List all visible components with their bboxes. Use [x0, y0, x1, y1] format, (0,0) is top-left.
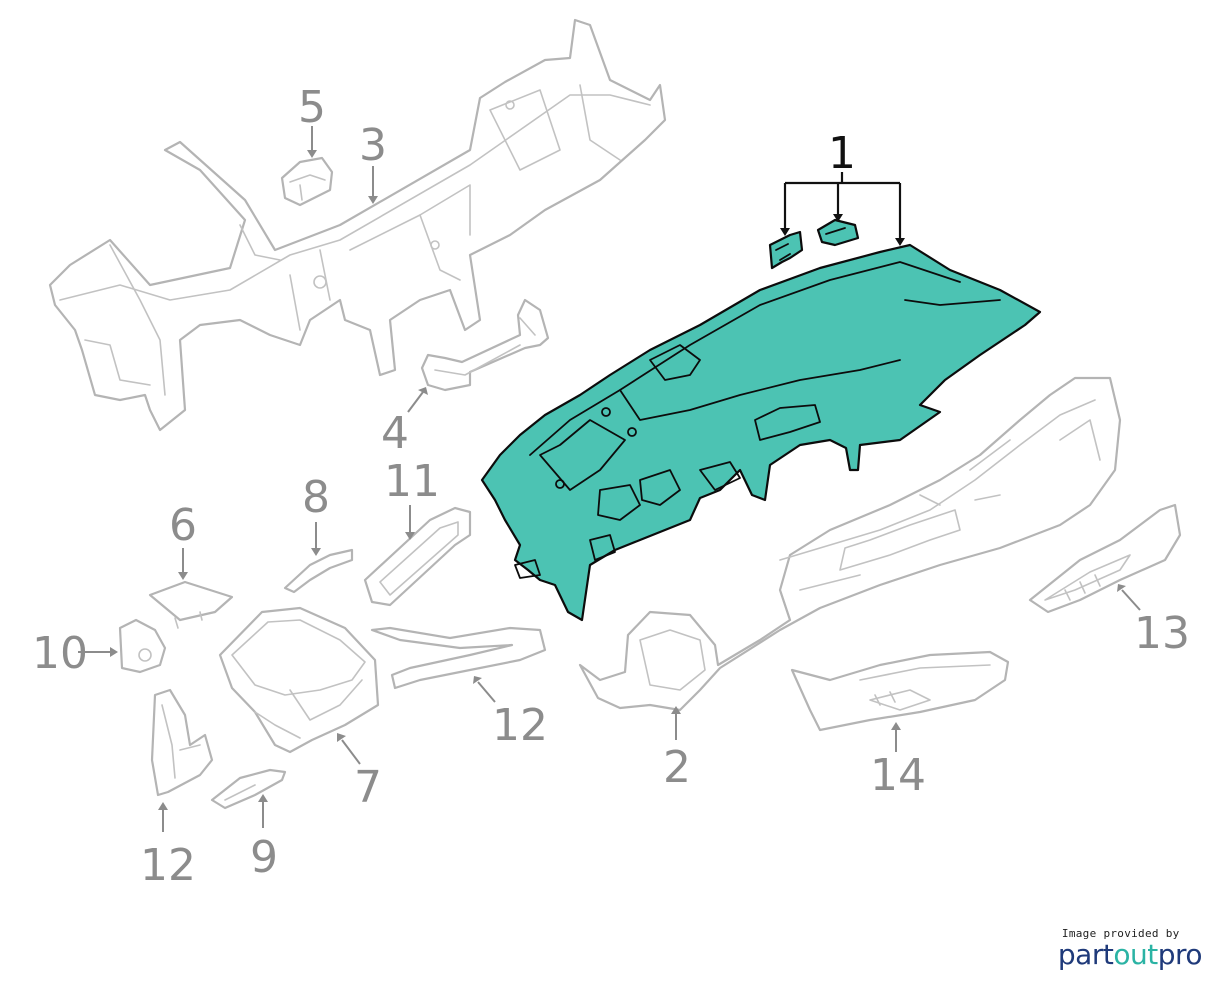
callout-4[interactable]: 4	[381, 408, 409, 459]
part-1-clip-center[interactable]	[816, 218, 860, 247]
part-9-trim[interactable]	[210, 768, 287, 810]
brand-pro: pro	[1157, 938, 1203, 971]
brand-wordmark: partoutpro	[1057, 938, 1203, 971]
part-11-vent[interactable]	[363, 506, 472, 607]
brand-out: out	[1113, 938, 1158, 971]
part-1-instrument-panel[interactable]	[480, 243, 1042, 622]
callout-2[interactable]: 2	[663, 742, 691, 793]
part-10-plate[interactable]	[118, 618, 167, 674]
part-2-center-console[interactable]	[578, 376, 1122, 712]
part-6-cover[interactable]	[148, 580, 234, 629]
part-4-bracket[interactable]	[420, 298, 550, 392]
callout-11[interactable]: 11	[384, 456, 440, 507]
part-8-trim[interactable]	[283, 548, 354, 594]
brand-part: part	[1057, 938, 1114, 971]
part-12-lower-bracket[interactable]	[150, 688, 214, 797]
leader-lines	[78, 126, 1141, 832]
callout-12-upper[interactable]: 12	[492, 700, 548, 751]
part-13-side-vent[interactable]	[1028, 503, 1182, 614]
brand-caption: Image provided by	[1061, 927, 1180, 940]
callout-5[interactable]: 5	[298, 82, 326, 133]
callout-12-lower[interactable]: 12	[140, 840, 196, 891]
callout-13[interactable]: 13	[1134, 608, 1190, 659]
callout-1[interactable]: 1	[828, 128, 856, 179]
callout-3[interactable]: 3	[359, 120, 387, 171]
callout-6[interactable]: 6	[169, 500, 197, 551]
callout-9[interactable]: 9	[250, 832, 278, 883]
part-3-cross-car-beam[interactable]	[48, 18, 667, 432]
callout-14[interactable]: 14	[870, 750, 926, 801]
callout-10[interactable]: 10	[32, 628, 88, 679]
part-1-clip-left[interactable]	[768, 230, 804, 270]
part-7-glove-box[interactable]	[218, 606, 380, 754]
partoutpro-logo[interactable]: Image provided by partoutpro	[1057, 927, 1203, 971]
callout-7[interactable]: 7	[354, 762, 382, 813]
callout-8[interactable]: 8	[302, 472, 330, 523]
part-14-vent-panel[interactable]	[790, 650, 1010, 732]
part-5-bracket[interactable]	[280, 156, 334, 207]
part-12-upper-trim[interactable]	[370, 626, 547, 690]
